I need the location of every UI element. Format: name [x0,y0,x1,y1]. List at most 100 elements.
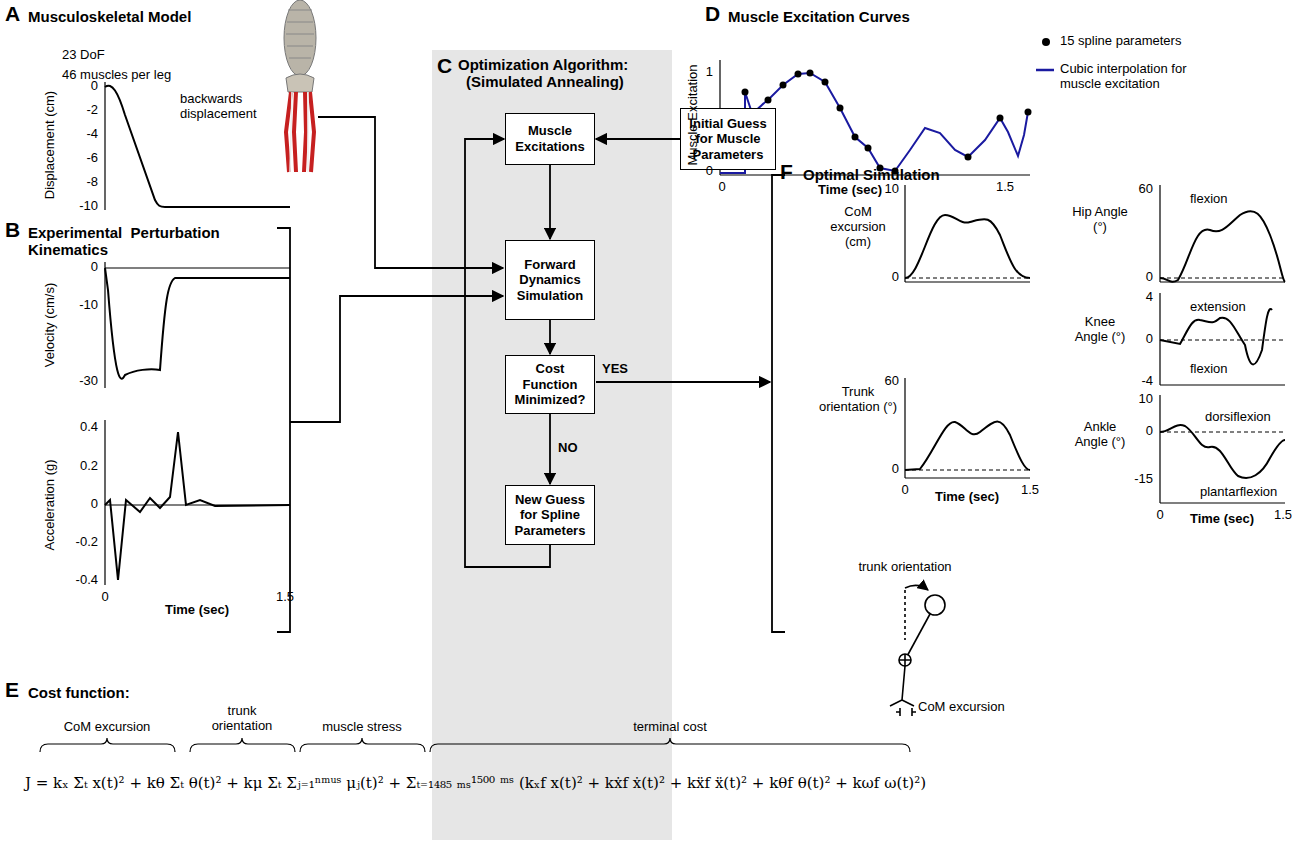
figure-label: flexion [1190,192,1228,207]
figure-label: F [780,160,793,184]
stick-figure [890,666,914,706]
figure-label: Experimental Perturbation Kinematics [28,224,278,259]
figure-label: muscle stress [322,720,401,735]
data-curve [1160,425,1285,478]
figure-label: 0 [1156,508,1163,523]
legend-text: 15 spline parameters [1060,34,1260,49]
figure-label: backwards displacement [180,92,265,122]
stick-figure [905,585,928,590]
data-curve [105,86,290,207]
plot-axis [1160,293,1285,385]
musculoskeletal-model [290,92,308,172]
data-curve [105,432,290,580]
figure-label: 23 DoF [62,48,105,63]
figure-label: Time (sec) [818,183,882,198]
figure-label: 0.4 [80,420,98,435]
figure-label: Time (sec) [165,603,229,618]
plot-axis [1160,395,1285,503]
figure-label: YES [602,362,628,377]
figure-label: CoM excursion [918,700,1005,715]
figure-label: 0 [1146,270,1153,285]
figure-label: Cost function: [28,684,130,701]
plot-axis [105,420,290,585]
zero-line [905,278,1285,470]
figure-label: 0 [91,260,98,275]
stick-figure [904,590,906,640]
figure-label: Time (sec) [935,490,999,505]
figure-label: Muscle Excitation Curves [728,8,910,25]
figure-label: CoM excursion (cm) [824,205,892,250]
plot-axis [105,262,290,388]
figure-label: -6 [86,151,98,166]
panel-heading: (Simulated Annealing) [458,73,666,90]
figure-label: 0.2 [80,459,98,474]
figure-label: Displacement (cm) [43,91,58,199]
process-box: Forward Dynamics Simulation [505,240,595,320]
figure-label: 1.5 [276,590,294,605]
excitation-curve [865,145,872,152]
zero-line [905,278,1285,470]
flow-arrow [549,320,551,354]
stick-figure [890,585,945,716]
stick-figure [925,595,945,615]
stick-figure [905,614,930,660]
figure-label: Velocity (cm/s) [43,283,58,368]
figure-label: 60 [885,374,899,389]
musculoskeletal-model [286,92,314,172]
musculoskeletal-model [284,0,316,172]
figure-label: 0 [91,497,98,512]
figure-label: 0 [718,180,725,195]
connector-wire [772,175,785,632]
figure-label: -4 [1141,374,1153,389]
data-curve [1160,309,1272,364]
figure-label: -0.2 [76,535,98,550]
figure-label: -15 [1134,472,1153,487]
connector-wire [290,296,503,422]
figure-label: D [705,2,720,26]
excitation-curve [852,134,859,141]
figure-label: -10 [79,298,98,313]
excitation-curve [997,115,1004,122]
figure-label: Trunk orientation (°) [818,385,898,415]
excitation-curve [965,154,972,161]
flow-arrow [596,138,680,140]
plot-axis [1160,185,1285,282]
excitation-curve [742,70,1032,175]
figure-label: 1.5 [1274,508,1292,523]
figure-label: terminal cost [633,720,707,735]
brace [40,738,175,752]
data-curve [105,268,290,379]
connector-wire [277,228,290,632]
figure-label: 0 [892,270,899,285]
figure-label: 46 muscles per leg [62,68,171,83]
figure-label: 0 [1146,424,1153,439]
figure-label: -4 [86,127,98,142]
figure-label: Ankle Angle (°) [1068,420,1132,450]
box-text: New Guess for Spline Parameters [510,492,590,539]
figure-label: 4 [1146,290,1153,305]
flow-arrow [549,414,551,484]
figure-label: 0 [706,164,713,179]
excitation-curve [1036,69,1054,72]
excitation-curve [742,89,749,96]
figure-label: 0 [1146,332,1153,347]
data-curve [905,421,1030,470]
musculoskeletal-model [286,10,314,58]
excitation-curve [780,82,787,89]
brace [190,738,295,752]
figure-label: Hip Angle (°) [1068,205,1132,235]
musculoskeletal-model [284,0,316,76]
figure-label: -8 [86,175,98,190]
data-curve [1160,211,1285,282]
figure-label: -30 [79,374,98,389]
figure-label: extension [1190,300,1246,315]
brace [300,738,425,752]
figure-label: Optimal Simulation [803,166,940,183]
connector-wire [277,117,785,632]
figure-label: 10 [1139,392,1153,407]
figure-label: -10 [79,199,98,214]
figure-label: E [5,678,19,702]
flow-arrow [549,165,551,239]
brace [40,738,910,752]
